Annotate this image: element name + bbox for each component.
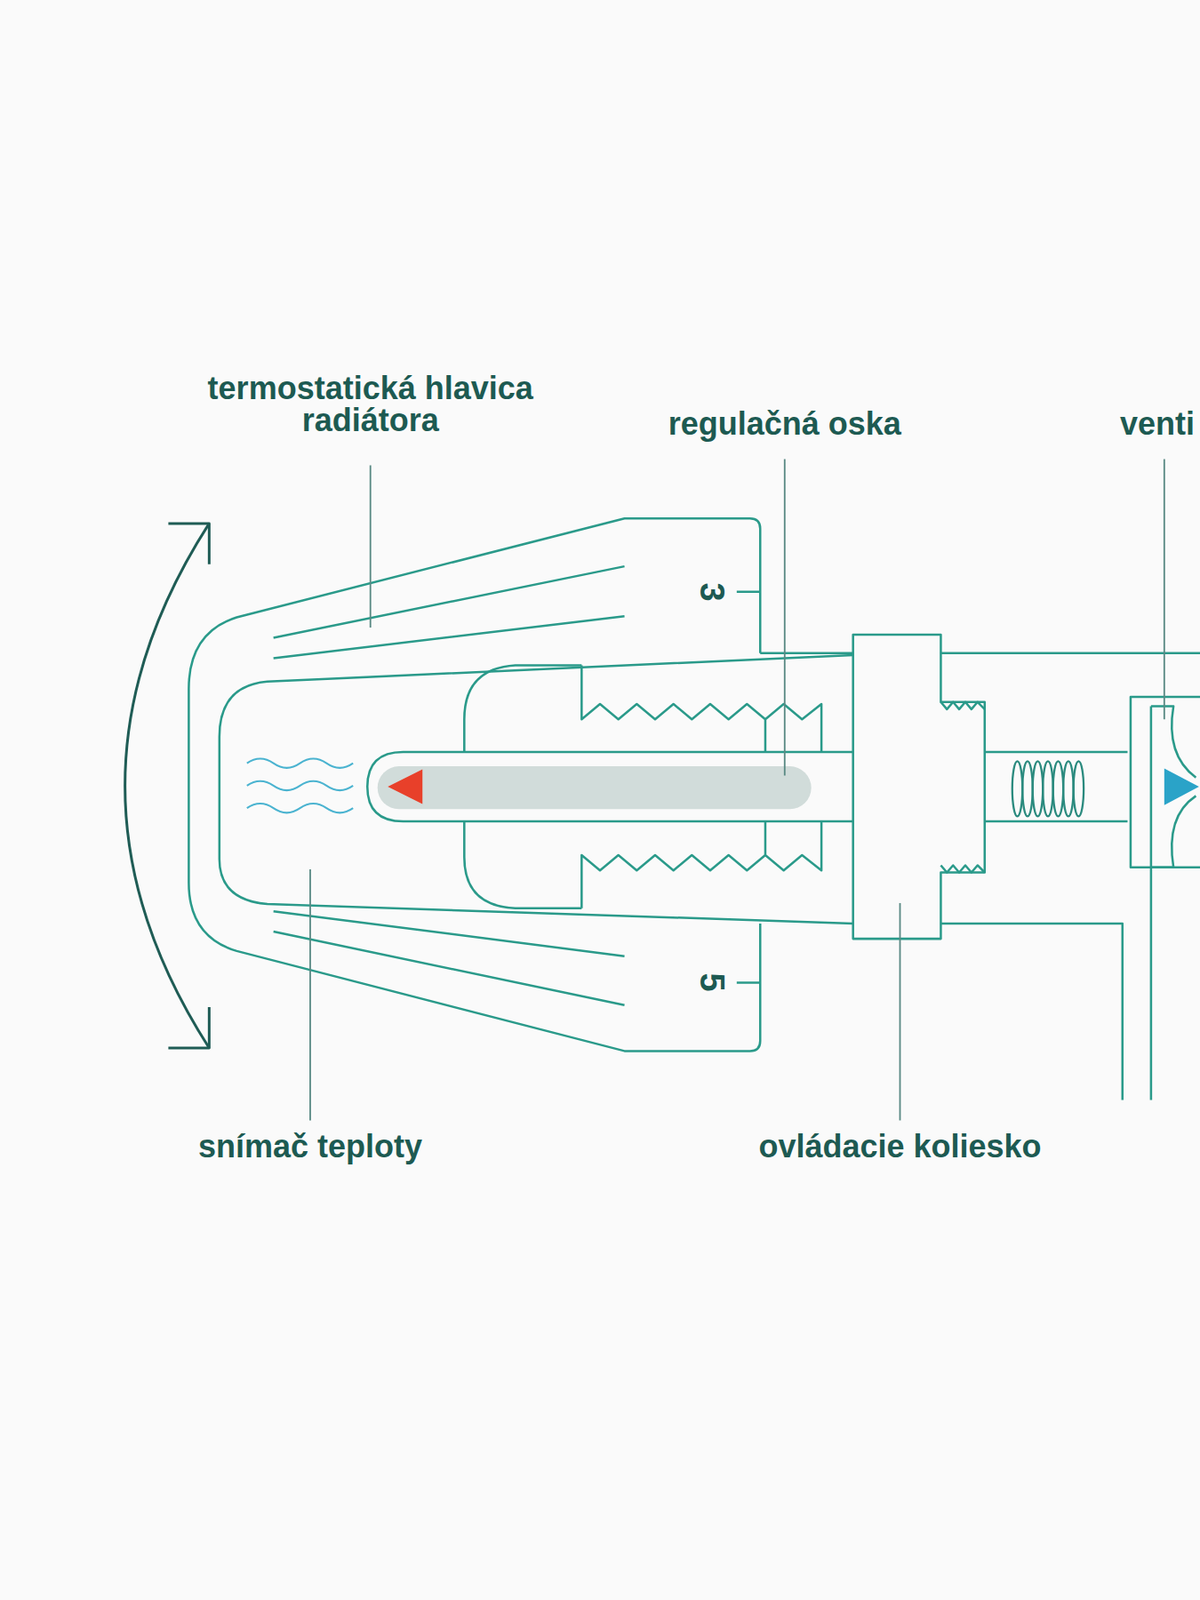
sensor-housing bbox=[464, 821, 582, 909]
dial-number: 5 bbox=[694, 973, 728, 992]
part-label: ovládacie koliesko bbox=[758, 1130, 1041, 1163]
arc-arrowhead bbox=[168, 523, 209, 565]
part-label: regulačná oska bbox=[668, 408, 902, 440]
part-label: snímač teploty bbox=[198, 1130, 423, 1163]
movement-arrow bbox=[413, 782, 1168, 792]
part-label: termostatická hlavica radiátora bbox=[192, 372, 549, 437]
heat-waves bbox=[247, 759, 353, 814]
bellows bbox=[581, 821, 822, 909]
arc-arrowhead bbox=[168, 1007, 209, 1048]
arrowhead-red bbox=[387, 769, 423, 805]
leader-line bbox=[310, 459, 1165, 1121]
dial-number: 3 bbox=[694, 582, 728, 601]
rotation-arc bbox=[125, 523, 210, 1048]
arrowhead-blue bbox=[1164, 768, 1200, 805]
part-label: venti bbox=[1120, 408, 1195, 440]
sensor-housing bbox=[464, 664, 582, 752]
valve-body bbox=[940, 653, 1200, 1101]
